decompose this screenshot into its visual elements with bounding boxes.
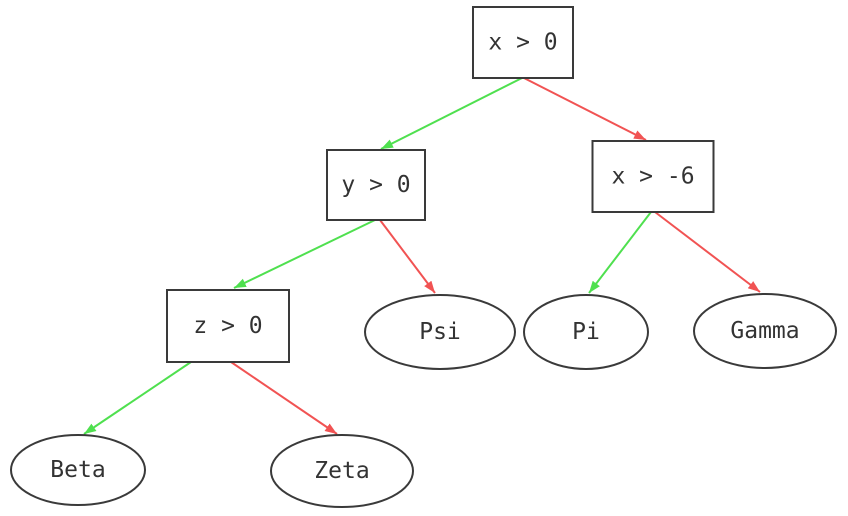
decision-box [591, 140, 715, 213]
leaf-node-zeta: Zeta [270, 434, 414, 508]
node-label: z > 0 [193, 313, 262, 339]
node-label: Gamma [730, 318, 799, 344]
leaf-node-gamma: Gamma [693, 293, 837, 369]
node-label: Psi [419, 319, 461, 345]
edge-root-to-y0-green [380, 77, 523, 150]
leaf-node-pi: Pi [523, 294, 649, 370]
decision-box [326, 149, 426, 221]
decision-box [166, 289, 290, 363]
decision-box [472, 6, 574, 79]
decision-node-root: x > 0 [472, 6, 574, 79]
node-label: y > 0 [341, 172, 410, 198]
leaf-ellipse [270, 434, 414, 508]
edge-layer [83, 77, 761, 435]
leaf-node-psi: Psi [364, 294, 516, 370]
node-label: x > 0 [488, 30, 557, 56]
leaf-ellipse [693, 293, 837, 369]
node-label: Beta [50, 457, 105, 483]
node-label: Zeta [314, 458, 369, 484]
edge-y0-to-z0-green [233, 219, 376, 289]
edge-z0-to-beta-green [83, 361, 192, 435]
leaf-ellipse [364, 294, 516, 370]
decision-node-y0: y > 0 [326, 149, 426, 221]
node-label: x > -6 [611, 164, 694, 190]
edge-root-to-xm6-red [523, 77, 647, 141]
decision-node-z0: z > 0 [166, 289, 290, 363]
edge-z0-to-zeta-red [230, 361, 338, 435]
edge-xm6-to-pi-green [588, 211, 652, 294]
leaf-node-beta: Beta [10, 434, 146, 506]
edge-xm6-to-gamma-red [654, 211, 761, 293]
edge-y0-to-psi-red [379, 219, 436, 294]
decision-node-xm6: x > -6 [591, 140, 715, 213]
leaf-ellipse [523, 294, 649, 370]
leaf-ellipse [10, 434, 146, 506]
node-label: Pi [572, 319, 600, 345]
